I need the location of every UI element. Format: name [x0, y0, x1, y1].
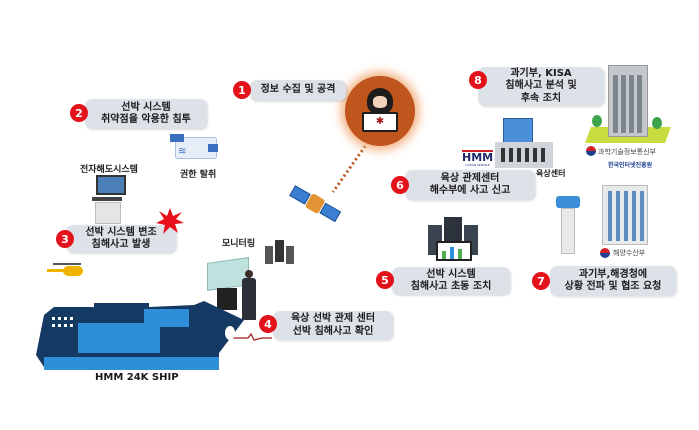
step-7-badge: 7 [532, 272, 550, 290]
control-tower-icon [556, 190, 580, 255]
monitoring-label: 모니터링 [222, 239, 256, 249]
explosion-icon [156, 208, 184, 234]
mof-logo-label: 해양수산부 [613, 249, 646, 257]
msit-building-icon [585, 65, 671, 145]
step-1-text: 정보 수집 및 공격 [260, 84, 336, 96]
step-4-line-1: 육상 선박 관제 센터 [290, 313, 376, 324]
step-5-badge: 5 [376, 271, 394, 289]
step-3-line-1: 선박 시스템 변조 [85, 226, 157, 238]
step-7-line-2: 상황 전파 및 협조 요청 [564, 281, 662, 292]
step-8-line-1: 과기부, KISA [510, 67, 572, 79]
step-4-badge: 4 [259, 315, 277, 333]
step-6-badge: 6 [391, 176, 409, 194]
msit-emblem-icon [586, 146, 596, 156]
step-5-line-2: 침해사고 초동 조치 [410, 281, 492, 292]
kisa-logo-label: 한국인터넷진흥원 [608, 162, 653, 169]
console-icon [217, 288, 237, 310]
ecdis-label: 전자해도시스템 [80, 165, 138, 175]
step-8-badge: 8 [469, 71, 487, 89]
step-2-badge: 2 [70, 104, 88, 122]
hmm-logo-sub: OCEAN SERVICE [465, 163, 490, 167]
step-3-badge: 3 [56, 230, 74, 248]
step-6-line-2: 해수부에 사고 신고 [429, 185, 511, 196]
mof-emblem-icon [600, 248, 610, 258]
step-8-line-3: 후속 조치 [520, 92, 562, 104]
step-6-line-1: 육상 관제센터 [440, 172, 500, 184]
step-3-line-2: 침해사고 발생 [91, 239, 151, 250]
ship-name: HMM 24K SHIP [95, 372, 179, 383]
helicopter-icon [47, 263, 87, 279]
server-monitor-icon [428, 217, 480, 265]
step-7-line-1: 과기부,해경청에 [578, 268, 648, 280]
hmm-building-icon [495, 118, 555, 168]
privilege-label: 권한 탈취 [180, 170, 217, 180]
step-4-line-2: 선박 침해사고 확인 [292, 325, 374, 337]
network-device-icon: ≋ [170, 134, 218, 159]
step-2-line-1: 선박 시스템 [121, 101, 171, 113]
msit-logo-label: 과학기술정보통신부 [598, 148, 656, 156]
server-rack-icon [265, 240, 295, 266]
step-1-badge: 1 [233, 81, 251, 99]
hmm-logo-text: HMM [462, 150, 494, 164]
land-center-label: 육상센터 [536, 169, 566, 178]
ecdis-terminal-icon [92, 175, 127, 225]
step-1-box: 정보 수집 및 공격 [250, 80, 346, 101]
hmm-logo: HMM OCEAN SERVICE [462, 150, 494, 167]
mof-building-icon [602, 185, 648, 245]
step-2-line-2: 취약점을 악용한 침투 [101, 114, 191, 125]
container-ship-icon [36, 301, 244, 370]
step-5-line-1: 선박 시스템 [426, 268, 476, 280]
hacker-icon: ✱ [345, 76, 415, 146]
step-8-line-2: 침해사고 분석 및 [505, 80, 577, 92]
operator-icon [242, 270, 256, 320]
